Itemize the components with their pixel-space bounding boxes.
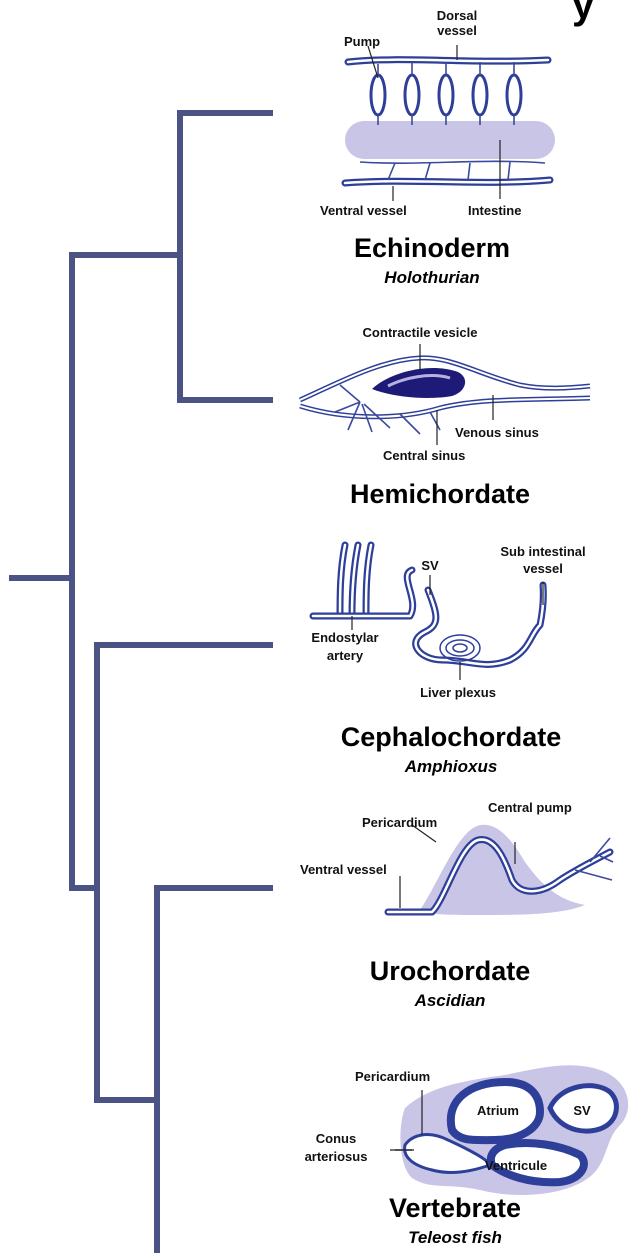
label-pericardium: Pericardium — [355, 1069, 430, 1084]
label-intestine: Intestine — [468, 203, 521, 218]
taxon-name: Echinoderm — [354, 233, 510, 263]
label-liver-plexus: Liver plexus — [420, 685, 496, 700]
taxon-name: Urochordate — [370, 956, 531, 986]
label-sv: SV — [421, 558, 439, 573]
label-contractile-vesicle: Contractile vesicle — [363, 325, 478, 340]
label-atrium: Atrium — [477, 1103, 519, 1118]
species-name: Amphioxus — [404, 757, 498, 776]
pericardium-shape — [420, 825, 585, 915]
urochordate-panel: Pericardium Central pump Ventral vessel … — [300, 800, 613, 1010]
label-ventral-vessel: Ventral vessel — [320, 203, 407, 218]
label-central-pump: Central pump — [488, 800, 572, 815]
label-pericardium: Pericardium — [362, 815, 437, 830]
urochordate-circulation-drawing — [388, 825, 613, 915]
taxon-name: Vertebrate — [389, 1193, 521, 1223]
species-name: Holothurian — [384, 268, 479, 287]
label-sv: SV — [573, 1103, 591, 1118]
taxon-name: Cephalochordate — [341, 722, 562, 752]
echinoderm-circulation-drawing — [345, 60, 555, 183]
label-ventral-vessel: Ventral vessel — [300, 862, 387, 877]
hemichordate-panel: Contractile vesicle Venous sinus Central… — [300, 325, 590, 509]
taxon-name: Hemichordate — [350, 479, 530, 509]
liver-plexus-shape — [440, 635, 480, 661]
intestine-shape — [345, 121, 555, 159]
header-fragment: y — [572, 0, 595, 27]
species-name: Teleost fish — [408, 1228, 502, 1247]
hemichordate-circulation-drawing — [300, 358, 590, 434]
species-name: Ascidian — [414, 991, 486, 1010]
contractile-vesicle-shape — [372, 368, 465, 398]
label-ventricule: Ventricule — [485, 1158, 547, 1173]
phylogenetic-tree — [12, 113, 270, 1253]
label-central-sinus: Central sinus — [383, 448, 465, 463]
label-venous-sinus: Venous sinus — [455, 425, 539, 440]
vertebrate-circulation-drawing — [395, 1065, 628, 1195]
label-pump: Pump — [344, 34, 380, 49]
